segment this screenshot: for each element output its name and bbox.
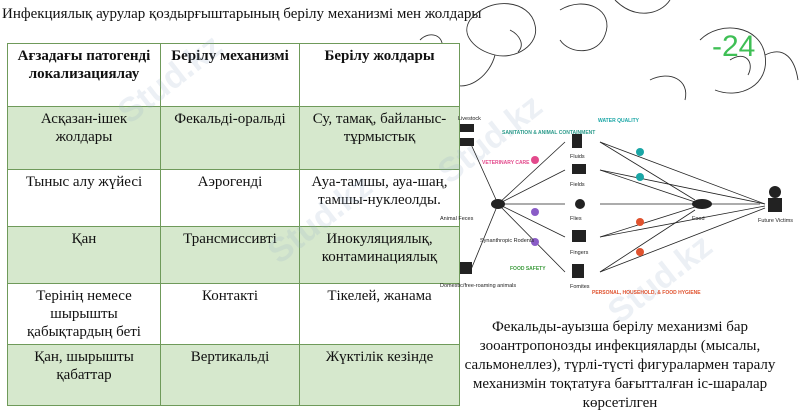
- page-number: -24: [712, 30, 756, 63]
- slide-title: Инфекциялық аурулар қоздырғыштарының бер…: [2, 6, 482, 22]
- column-header: Берілу жолдары: [299, 43, 460, 107]
- table-cell: Қан, шырышты қабаттар: [7, 344, 161, 406]
- label-flies: Flies: [570, 216, 582, 222]
- table-row: Қан Трансмиссивті Инокуляциялық, контами…: [7, 226, 460, 284]
- label-fluids: Fluids: [570, 154, 585, 160]
- table-cell: Фекальді-оральді: [160, 106, 300, 170]
- table-cell: Тыныс алу жүйесі: [7, 169, 161, 227]
- label-livestock: Livestock: [458, 116, 481, 122]
- table-row: Асқазан-ішек жолдары Фекальді-оральді Су…: [7, 106, 460, 170]
- table-cell: Вертикальді: [160, 344, 300, 406]
- label-food-safety: FOOD SAFETY: [510, 266, 546, 272]
- table-header-row: Ағзадағы патогенді локализациялау Берілу…: [7, 43, 460, 107]
- table-cell: Аэрогенді: [160, 169, 300, 227]
- diagram-caption: Фекальды-ауызша берілу механизмі бар зоо…: [464, 319, 776, 411]
- label-veterinary-care: VETERINARY CARE: [482, 160, 530, 166]
- table-row: Тыныс алу жүйесі Аэрогенді Ауа-тамшы, ау…: [7, 169, 460, 227]
- table-cell: Тікелей, жанама: [299, 283, 460, 345]
- table-row: Қан, шырышты қабаттар Вертикальді Жүктіл…: [7, 344, 460, 406]
- table-cell: Су, тамақ, байланыс-тұрмыстық: [299, 106, 460, 170]
- label-future-victims: Future Victims: [758, 218, 793, 224]
- flower-decoration: [419, 0, 799, 101]
- transmission-diagram: Livestock Animal Feces Synanthropic Rode…: [440, 116, 793, 296]
- table-cell: Инокуляциялық, контаминациялық: [299, 226, 460, 284]
- label-fields: Fields: [570, 182, 585, 188]
- transmission-table: Ағзадағы патогенді локализациялау Берілу…: [7, 43, 460, 406]
- label-domestic-animals: Domestic/free-roaming animals: [440, 283, 516, 289]
- table-cell: Асқазан-ішек жолдары: [7, 106, 161, 170]
- label-animal-feces: Animal Feces: [440, 216, 474, 222]
- table-cell: Терінің немесе шырышты қабықтардың беті: [7, 283, 161, 345]
- label-personal-hygiene: PERSONAL, HOUSEHOLD, & FOOD HYGIENE: [592, 290, 701, 296]
- column-header: Ағзадағы патогенді локализациялау: [7, 43, 161, 107]
- label-synanthropic-rodents: Synanthropic Rodents: [480, 238, 534, 244]
- label-sanitation: SANITATION & ANIMAL CONTAINMENT: [502, 130, 595, 136]
- table-row: Терінің немесе шырышты қабықтардың беті …: [7, 283, 460, 345]
- table-cell: Контакті: [160, 283, 300, 345]
- table-cell: Трансмиссивті: [160, 226, 300, 284]
- label-fingers: Fingers: [570, 250, 589, 256]
- label-fomites: Fomites: [570, 284, 590, 290]
- column-header: Берілу механизмі: [160, 43, 300, 107]
- label-water-quality: WATER QUALITY: [598, 118, 640, 124]
- label-food: Food: [692, 216, 705, 222]
- table-cell: Жүктілік кезінде: [299, 344, 460, 406]
- table-cell: Ауа-тамшы, ауа-шаң, тамшы-нуклеолды.: [299, 169, 460, 227]
- table-cell: Қан: [7, 226, 161, 284]
